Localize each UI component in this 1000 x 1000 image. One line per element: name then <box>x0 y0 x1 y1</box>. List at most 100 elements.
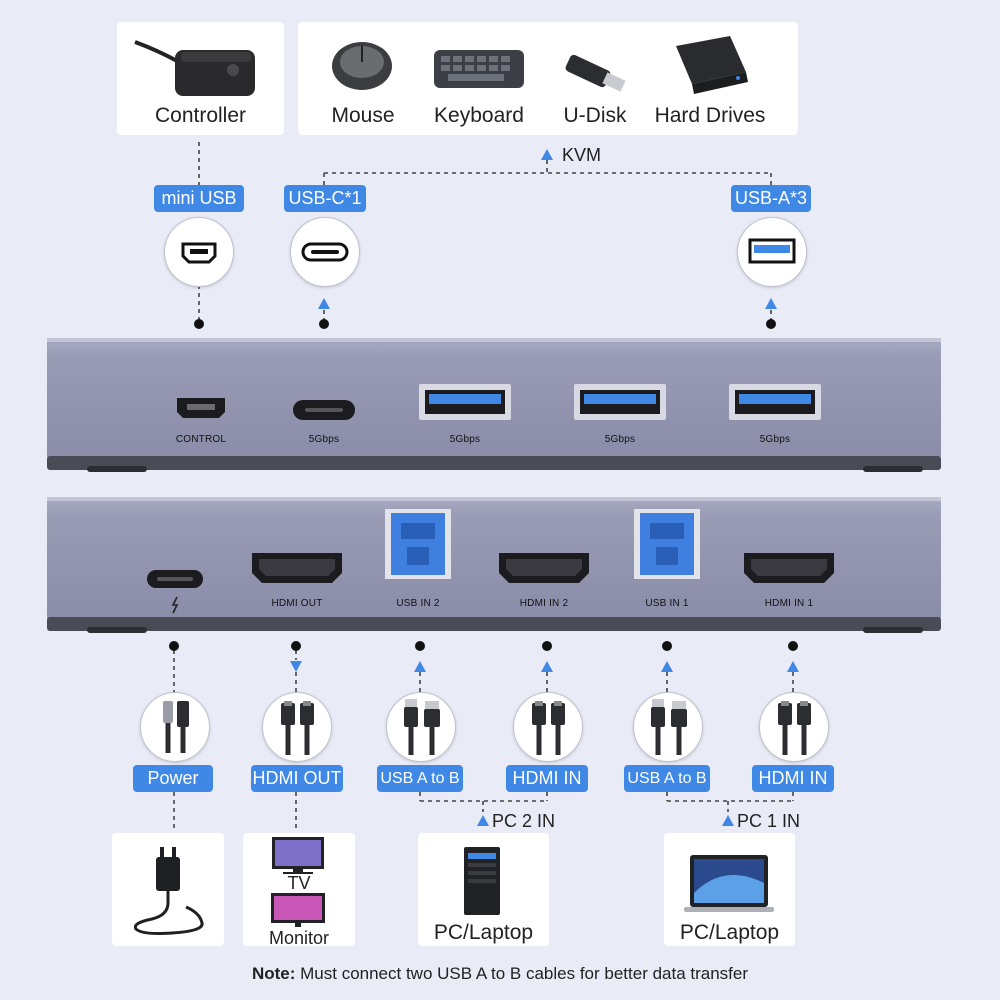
pc2-label: PC/Laptop <box>433 921 534 944</box>
usba-1-speed-label: 5Gbps <box>449 434 481 445</box>
note-body: Must connect two USB A to B cables for b… <box>295 964 749 983</box>
usba-port-icon <box>748 238 796 264</box>
keyboard-label: Keyboard <box>434 104 524 127</box>
lightning-icon <box>171 596 179 614</box>
udisk-label: U-Disk <box>563 104 627 127</box>
hdmi-in-1-port <box>744 553 834 583</box>
arrow-up-hdmi-in-1 <box>787 661 799 672</box>
mini-usb-badge: mini USB <box>154 185 244 212</box>
usba-port-1 <box>419 384 511 420</box>
usb-a-to-b-cable-2-circle <box>386 692 456 762</box>
usb-b-in-1-port <box>634 509 700 579</box>
power-badge: Power <box>133 765 213 792</box>
usbc-badge: USB-C*1 <box>284 185 366 212</box>
connector-dot <box>788 641 798 651</box>
hdmi-out-port <box>252 553 342 583</box>
hdmi-in-1-port-label: HDMI IN 1 <box>764 598 814 609</box>
usba-badge: USB-A*3 <box>731 185 811 212</box>
power-cable-circle <box>140 692 210 762</box>
usb-drive-icon <box>565 54 626 92</box>
hdmi-in-2-port-label: HDMI IN 2 <box>519 598 569 609</box>
usbc-port-circle <box>290 217 360 287</box>
hdmi-cable-icon <box>778 701 811 755</box>
hdmi-out-badge: HDMI OUT <box>251 765 343 792</box>
power-usbc-port <box>147 570 203 614</box>
pc1-in-label: PC 1 IN <box>737 811 801 831</box>
connector-dot <box>766 319 776 329</box>
controller-card: Controller <box>117 22 284 135</box>
monitor-icon <box>271 893 325 927</box>
kvm-rear-panel: HDMI OUT USB IN 2 HDMI IN 2 USB IN 1 HDM… <box>47 497 941 637</box>
hdmi-in-1-cable-circle <box>759 692 829 762</box>
hdmi-in-2-badge: HDMI IN <box>506 765 588 792</box>
mini-usb-port-circle <box>164 217 234 287</box>
hdmi-cable-icon <box>532 701 565 755</box>
tv-label: TV <box>287 873 311 893</box>
mini-usb-port <box>177 398 225 418</box>
usbc-speed-label: 5Gbps <box>308 434 340 445</box>
hdmi-cable-icon <box>281 701 314 755</box>
mouse-icon <box>332 42 392 90</box>
monitor-label: Monitor <box>268 928 330 948</box>
arrow-up-pc2 <box>477 815 489 826</box>
pc2-in-label: PC 2 IN <box>492 811 556 831</box>
connector-dot <box>319 319 329 329</box>
note-label: Note: <box>251 964 296 983</box>
connector-dot <box>291 641 301 651</box>
arrow-up-kvm <box>541 149 553 160</box>
pc1-label: PC/Laptop <box>679 921 780 944</box>
connector-dot <box>662 641 672 651</box>
hard-drive-icon <box>676 36 748 94</box>
usb-a-to-b-cable-icon <box>404 699 440 755</box>
kvm-label: KVM <box>562 145 602 165</box>
keyboard-icon <box>434 50 524 88</box>
usb-a-to-b-1-badge: USB A to B <box>624 765 710 792</box>
arrow-up-hdmi-in-2 <box>541 661 553 672</box>
mouse-label: Mouse <box>331 104 395 127</box>
desktop-tower-icon <box>464 847 500 915</box>
hdmi-in-1-badge: HDMI IN <box>752 765 834 792</box>
arrow-up-usbc <box>318 298 330 309</box>
usb-b-in-2-port <box>385 509 451 579</box>
peripherals-card: Mouse Keyboard U-Disk Hard Drives <box>298 22 798 135</box>
connector-dot <box>542 641 552 651</box>
kvm-front-panel: CONTROL 5Gbps 5Gbps 5Gbps 5Gbps <box>47 338 941 472</box>
power-adapter-card <box>112 833 224 946</box>
controller-icon <box>134 40 255 96</box>
arrow-down-hdmi-out <box>290 661 302 672</box>
usbc-port <box>293 400 355 420</box>
note-text: Note: Must connect two USB A to B cables… <box>0 964 1000 984</box>
hard-drives-label: Hard Drives <box>654 104 766 127</box>
connector-dot <box>415 641 425 651</box>
usb-a-to-b-2-badge: USB A to B <box>377 765 463 792</box>
usba-port-2 <box>574 384 666 420</box>
usb-c-cable-icon <box>163 701 189 753</box>
arrow-up-usba <box>765 298 777 309</box>
connector-dot <box>169 641 179 651</box>
connector-dot <box>194 319 204 329</box>
usb-in-2-port-label: USB IN 2 <box>396 598 440 609</box>
hdmi-out-port-label: HDMI OUT <box>271 598 323 609</box>
control-port-label: CONTROL <box>175 434 227 445</box>
mini-usb-port-icon <box>181 242 217 264</box>
laptop-icon <box>684 855 774 912</box>
usb-a-to-b-cable-icon <box>651 699 687 755</box>
controller-label: Controller <box>154 104 247 127</box>
pc2-card: PC/Laptop <box>418 833 549 946</box>
usba-port-3 <box>729 384 821 420</box>
arrow-up-usb-in-1 <box>661 661 673 672</box>
usba-2-speed-label: 5Gbps <box>604 434 636 445</box>
hdmi-in-2-port <box>499 553 589 583</box>
usb-a-to-b-cable-1-circle <box>633 692 703 762</box>
usba-3-speed-label: 5Gbps <box>759 434 791 445</box>
display-card: TV Monitor <box>243 833 355 948</box>
power-adapter-icon <box>133 847 204 935</box>
usbc-port-icon <box>301 242 349 262</box>
arrow-up-usb-in-2 <box>414 661 426 672</box>
pc1-card: PC/Laptop <box>664 833 795 946</box>
hdmi-in-2-cable-circle <box>513 692 583 762</box>
hdmi-out-cable-circle <box>262 692 332 762</box>
tv-icon <box>272 837 324 874</box>
arrow-up-pc1 <box>722 815 734 826</box>
